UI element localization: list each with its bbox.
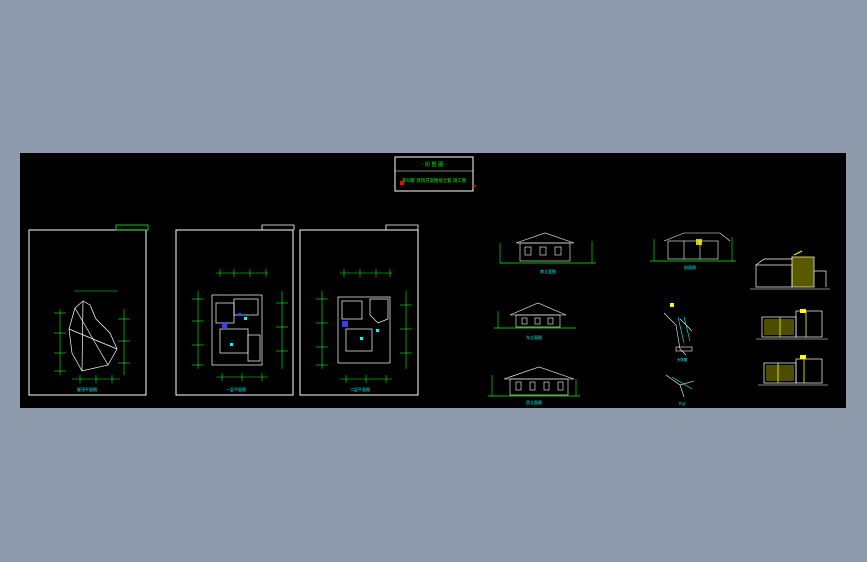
title-block[interactable]: - 別 墅 图 - 某别墅 建筑方案图纸全套 施工图 xyxy=(394,156,475,192)
elevation-label-west: 西立面图 xyxy=(526,399,542,405)
sheet-label-roof: 屋顶平面图 xyxy=(77,386,97,392)
detail-drawing-1[interactable]: 大样图 xyxy=(663,303,693,362)
sheet-label-second-floor: 二层平面图 xyxy=(350,386,370,392)
title-red-mark xyxy=(400,181,404,185)
elevation-west[interactable]: 西立面图 xyxy=(488,366,580,405)
detail-label-1: 大样图 xyxy=(677,357,688,362)
sheet-roof-plan[interactable]: 屋顶平面图 xyxy=(28,224,149,396)
section-label: 剖面图 xyxy=(684,264,696,270)
elevation-label-south: 南立面图 xyxy=(540,268,556,274)
sheet-first-floor-plan[interactable]: 一层平面图 xyxy=(175,224,295,396)
sheet-label-first-floor: 一层平面图 xyxy=(226,386,246,392)
elevation-south[interactable]: 南立面图 xyxy=(499,232,596,274)
massing-view-3[interactable] xyxy=(758,355,828,386)
cad-drawing-canvas[interactable]: - 別 墅 图 - 某别墅 建筑方案图纸全套 施工图 xyxy=(20,153,846,408)
detail-label-2: 节点 xyxy=(679,401,687,406)
section-drawing[interactable]: 剖面图 xyxy=(650,232,736,270)
massing-view-2[interactable] xyxy=(756,309,828,340)
elevation-label-east: 东立面图 xyxy=(526,334,542,340)
sheet-second-floor-plan[interactable]: 二层平面图 xyxy=(299,224,419,396)
massing-view-1[interactable] xyxy=(750,250,830,290)
title-line2: 某别墅 建筑方案图纸全套 施工图 xyxy=(402,177,467,184)
title-line1: - 別 墅 图 - xyxy=(422,161,447,168)
cad-drawing[interactable]: - 別 墅 图 - 某别墅 建筑方案图纸全套 施工图 xyxy=(20,153,846,408)
title-red-mark-2 xyxy=(473,185,475,187)
elevation-east[interactable]: 东立面图 xyxy=(494,302,576,340)
detail-drawing-2[interactable]: 节点 xyxy=(665,374,695,406)
